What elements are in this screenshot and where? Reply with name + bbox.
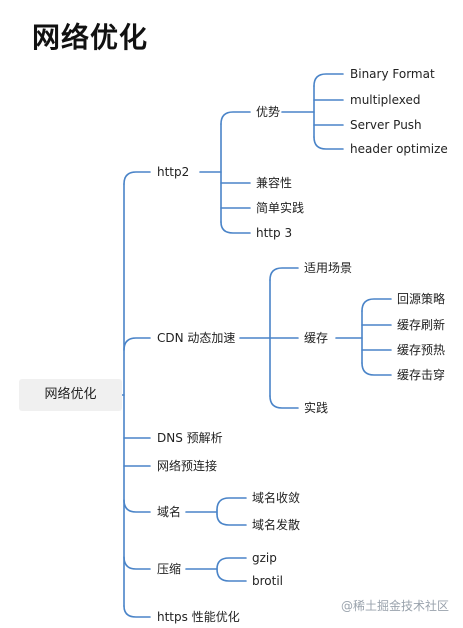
connector-http2-http3	[220, 221, 251, 234]
node-compression[interactable]: 压缩	[157, 562, 182, 576]
node-cdn-practice[interactable]: 实践	[304, 401, 329, 415]
connector-cdn-usecases	[269, 267, 299, 281]
node-domain[interactable]: 域名	[157, 505, 182, 519]
node-advantages[interactable]: 优势	[256, 105, 281, 119]
page-title: 网络优化	[32, 21, 149, 54]
node-cache-penetration[interactable]: 缓存击穿	[397, 368, 446, 382]
mindmap-root[interactable]: 网络优化	[19, 379, 122, 411]
connector-root-http2	[123, 171, 151, 185]
node-gzip[interactable]: gzip	[252, 551, 277, 565]
connector-cache-penetration	[361, 362, 392, 376]
node-binary-format[interactable]: Binary Format	[350, 67, 435, 81]
node-use-cases[interactable]: 适用场景	[304, 261, 353, 275]
node-multiplexed[interactable]: multiplexed	[350, 93, 421, 107]
node-back-to-source[interactable]: 回源策略	[397, 292, 446, 306]
node-http2[interactable]: http2	[157, 165, 190, 179]
connector-compression-gzip	[216, 557, 247, 570]
connector-adv-header	[313, 136, 344, 150]
node-domain-converge[interactable]: 域名收敛	[252, 491, 301, 505]
node-cdn[interactable]: CDN 动态加速	[157, 331, 236, 345]
watermark: @稀土掘金技术社区	[340, 599, 449, 613]
node-brotil[interactable]: brotil	[252, 574, 284, 588]
node-header-optimize[interactable]: header optimize	[350, 142, 448, 156]
node-dns[interactable]: DNS 预解析	[157, 431, 223, 445]
node-cache-refresh[interactable]: 缓存刷新	[397, 318, 446, 332]
connector-root-cdn	[123, 337, 151, 351]
connector-domain-divergence	[216, 513, 247, 526]
connector-root-domain	[123, 499, 151, 513]
node-server-push[interactable]: Server Push	[350, 118, 422, 132]
connector-adv-binary	[313, 73, 344, 87]
node-cache-preheat[interactable]: 缓存预热	[397, 343, 446, 357]
connector-cdn-practice	[269, 395, 299, 409]
connector-root-https	[123, 605, 151, 618]
node-domain-divergence[interactable]: 域名发散	[252, 518, 301, 532]
connector-cache-source	[361, 298, 392, 312]
connector-root-compression	[123, 556, 151, 570]
connector-compression-brotil	[216, 568, 247, 582]
connector-http2-advantages	[220, 111, 251, 125]
node-https[interactable]: https 性能优化	[157, 610, 240, 624]
node-compatibility[interactable]: 兼容性	[256, 176, 293, 190]
node-cache[interactable]: 缓存	[304, 331, 329, 345]
node-preconnect[interactable]: 网络预连接	[157, 459, 218, 473]
node-http3[interactable]: http 3	[256, 226, 293, 240]
node-simple-practice[interactable]: 简单实践	[256, 201, 305, 215]
connector-domain-converge	[216, 497, 247, 511]
